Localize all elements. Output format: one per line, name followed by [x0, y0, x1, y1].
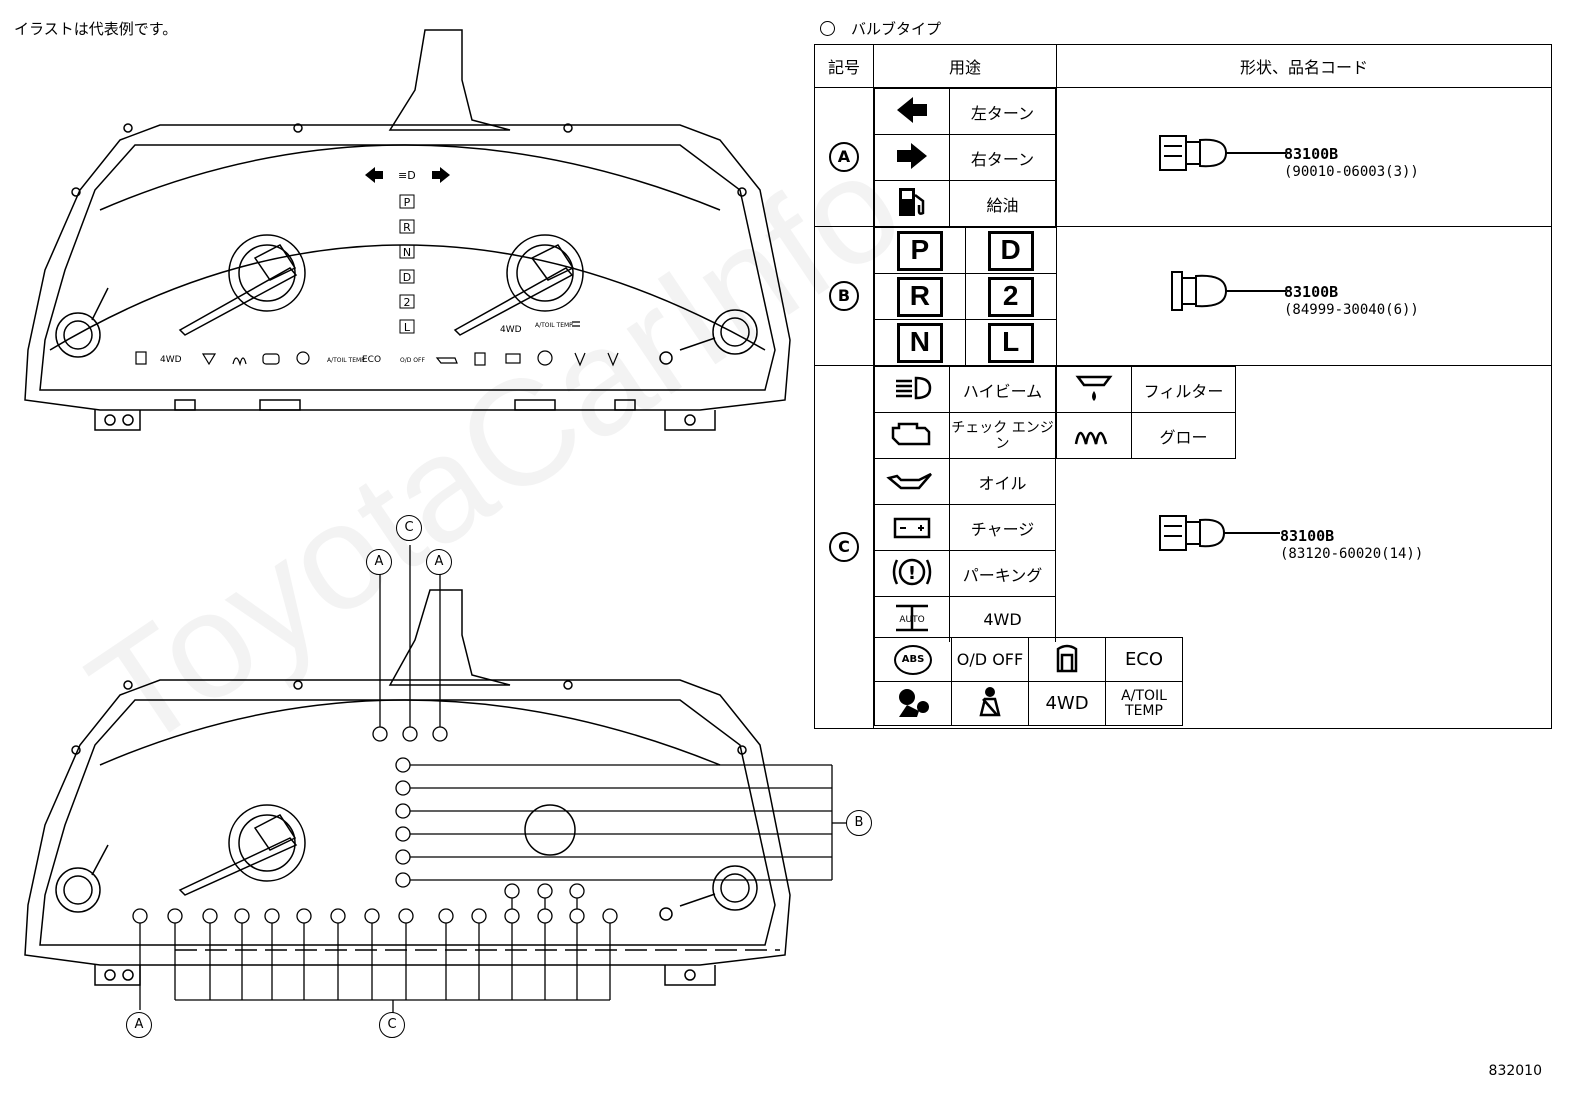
gear-d: D: [987, 230, 1034, 271]
gear-r: R: [896, 276, 943, 317]
oil-icon: [874, 458, 950, 505]
label-filter: フィルター: [1131, 366, 1236, 413]
header-mark: 記号: [814, 44, 874, 88]
label-check-engine: チェック エンジン: [949, 412, 1056, 459]
top-label-eco: ECO: [362, 355, 381, 365]
gear-n: N: [896, 322, 943, 363]
label-high-beam: ハイビーム: [949, 366, 1056, 413]
top-label-od: O/D OFF: [400, 357, 425, 364]
label-charge: チャージ: [949, 504, 1056, 551]
fuel-pump-icon: [874, 180, 950, 226]
lamp-eco: ECO: [1105, 637, 1183, 682]
right-arrow-icon: [874, 134, 950, 181]
bulb-table-title-text: バルブタイプ: [851, 20, 942, 38]
bulb-table: 記号 用途 形状、品名コード A 左ターン 右ターン 給油 B P D R 2 N L…: [814, 44, 1552, 729]
seatbelt-icon: [951, 681, 1029, 726]
part-b: 83100B(84999-30040(6)): [1284, 283, 1419, 319]
svg-text:AUTO: AUTO: [899, 615, 924, 625]
cluster-drawing-bottom: [24, 545, 847, 1015]
label-oil: オイル: [949, 458, 1056, 505]
callout-b: B: [846, 810, 872, 836]
gear-l: L: [987, 322, 1034, 363]
header-shape: 形状、品名コード: [1056, 44, 1552, 88]
callout-a-3: A: [126, 1012, 152, 1038]
header-use: 用途: [873, 44, 1057, 88]
label-left-turn: 左ターン: [949, 88, 1056, 135]
bulb-c-icon: [1159, 515, 1280, 551]
top-label-atoil: A/TOIL TEMP: [327, 357, 365, 364]
label-glow: グロー: [1131, 412, 1236, 459]
label-right-turn: 右ターン: [949, 134, 1056, 181]
high-beam-icon: [874, 366, 950, 413]
gear-2: 2: [987, 276, 1034, 317]
top-indicator-r: R: [403, 221, 411, 234]
battery-icon: [874, 504, 950, 551]
bulb-b-icon: [1171, 271, 1286, 311]
callout-a-1: A: [366, 549, 392, 575]
cluster-drawing-top: ≡D P R N D 2 L 4WD A/TOIL TEMP ECO O/D O…: [24, 29, 791, 431]
label-fuel: 給油: [949, 180, 1056, 226]
lamp-at-oil-temp: A/TOIL TEMP: [1105, 681, 1183, 726]
label-4wd: 4WD: [949, 596, 1056, 642]
top-right-label-4wd: 4WD: [500, 325, 522, 335]
top-indicator-2: 2: [404, 296, 411, 309]
mark-b: B: [829, 281, 859, 311]
top-indicator-p: P: [404, 196, 411, 209]
part-a: 83100B(90010-06003(3)): [1284, 145, 1419, 181]
callout-a-2: A: [426, 549, 452, 575]
lamp-od-off: O/D OFF: [951, 637, 1029, 682]
door-icon: [1028, 637, 1106, 682]
check-engine-icon: [874, 412, 950, 459]
auto-4wd-icon: AUTO: [874, 596, 950, 642]
top-indicator-n: N: [403, 246, 411, 259]
lamp-abs: ABS: [874, 637, 952, 682]
mark-a: A: [829, 142, 859, 172]
label-parking: パーキング: [949, 550, 1056, 597]
top-indicator-l: L: [404, 321, 411, 334]
callout-c-1: C: [396, 515, 422, 541]
airbag-icon: [874, 681, 952, 726]
callout-c-2: C: [379, 1012, 405, 1038]
figure-number: 832010: [1488, 1063, 1542, 1079]
bulb-table-title: バルブタイプ: [820, 18, 941, 39]
bulb-a-icon: [1159, 135, 1286, 171]
fuel-filter-icon: [1056, 366, 1132, 413]
glow-plug-icon: [1056, 412, 1132, 459]
part-c: 83100B(83120-60020(14)): [1280, 527, 1424, 563]
svg-text:≡D: ≡D: [398, 169, 416, 182]
top-right-label-atoil: A/TOIL TEMP: [535, 322, 573, 329]
gear-p: P: [896, 230, 943, 271]
top-label-4wd: 4WD: [160, 355, 182, 365]
lamp-4wd: 4WD: [1028, 681, 1106, 726]
left-arrow-icon: [874, 88, 950, 135]
parking-brake-icon: !: [874, 550, 950, 597]
illustration-note: イラストは代表例です。: [14, 20, 178, 38]
top-indicator-d: D: [403, 271, 411, 284]
circle-marker-icon: [820, 21, 835, 36]
svg-text:!: !: [908, 563, 916, 584]
mark-c: C: [829, 532, 859, 562]
